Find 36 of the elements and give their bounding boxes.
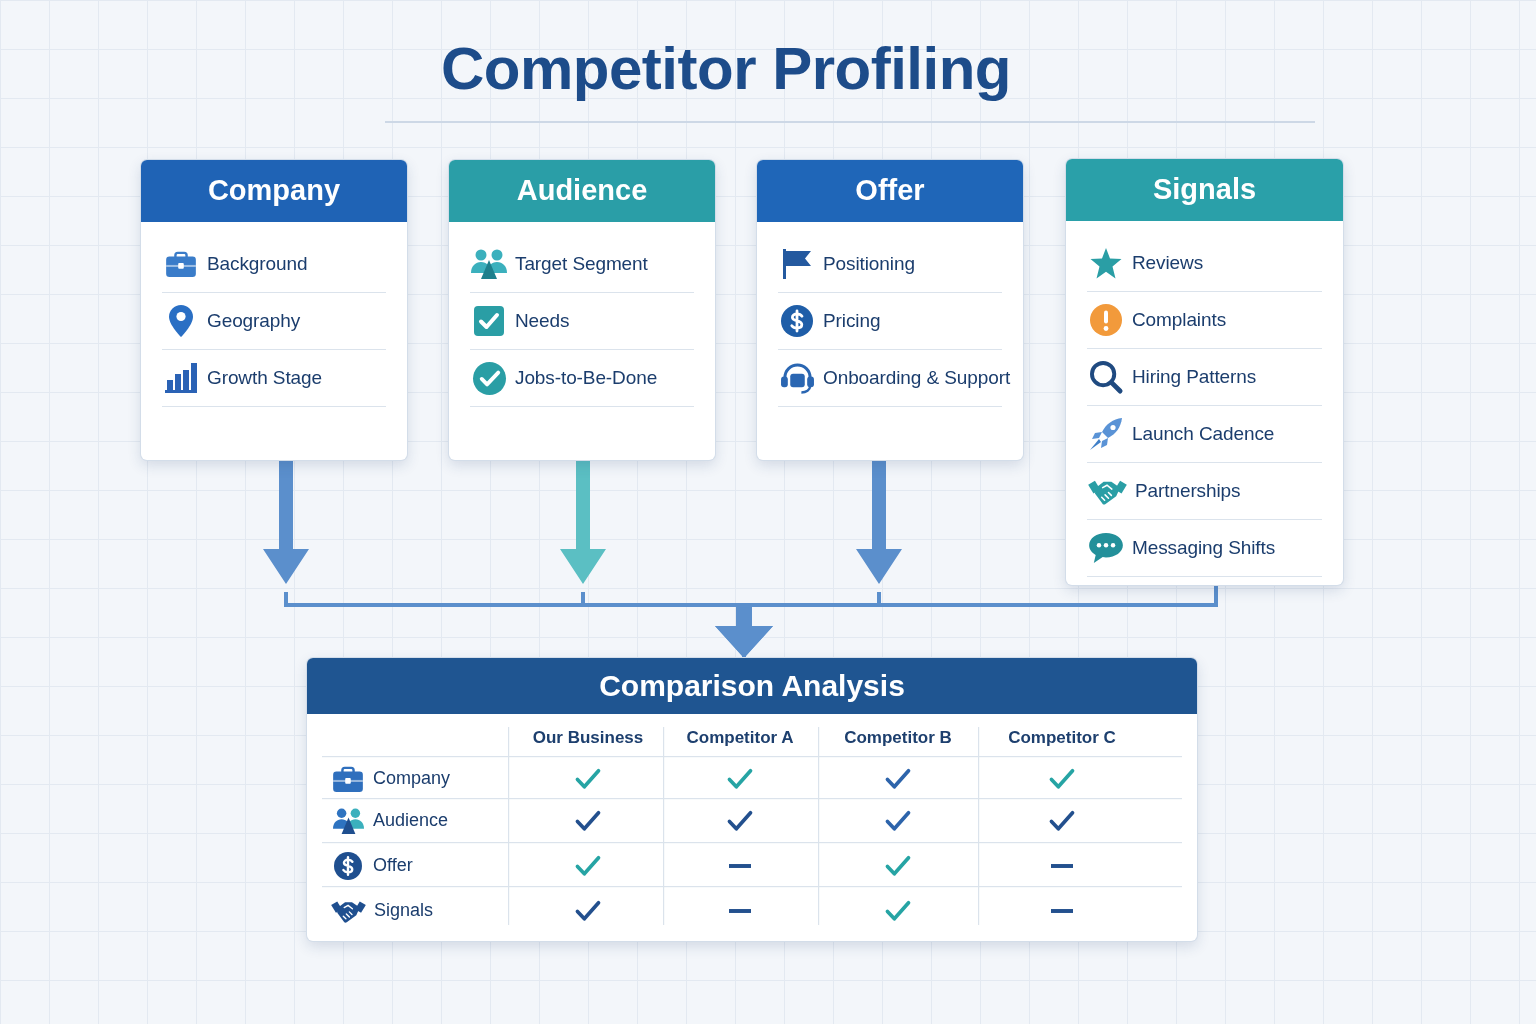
row-label: Offer xyxy=(373,855,413,877)
category-card xyxy=(757,160,1023,460)
category-card xyxy=(449,160,715,460)
row-label: Signals xyxy=(374,900,434,922)
row-label: Audience xyxy=(373,810,449,832)
arrow xyxy=(560,460,606,584)
card-title: Audience xyxy=(516,174,648,208)
item-label: Hiring Patterns xyxy=(1132,365,1257,389)
item-label: Reviews xyxy=(1132,251,1204,275)
item-label: Growth Stage xyxy=(207,366,322,390)
panel-title: Comparison Analysis xyxy=(599,668,905,704)
item-label: Onboarding & Support xyxy=(823,366,1011,390)
item-label: Launch Cadence xyxy=(1132,422,1275,446)
item-label: Complaints xyxy=(1132,308,1227,332)
item-label: Target Segment xyxy=(515,252,648,276)
column-header: Competitor B xyxy=(844,727,952,749)
item-label: Pricing xyxy=(823,309,881,333)
item-label: Positioning xyxy=(823,252,915,276)
title: Competitor Profiling xyxy=(441,36,1011,102)
card-title: Signals xyxy=(1152,173,1257,207)
category-card xyxy=(1066,159,1343,585)
card-title: Offer xyxy=(855,174,925,208)
item-label: Background xyxy=(207,252,308,276)
column-header: Competitor A xyxy=(686,727,794,749)
item-label: Needs xyxy=(515,309,570,333)
row-label: Company xyxy=(373,768,451,790)
column-header: Our Business xyxy=(532,727,644,749)
column-header: Competitor C xyxy=(1008,727,1116,749)
item-label: Messaging Shifts xyxy=(1132,536,1276,560)
card-title: Company xyxy=(207,174,341,208)
item-label: Geography xyxy=(207,309,301,333)
arrow xyxy=(856,460,902,584)
category-card xyxy=(141,160,407,460)
item-label: Partnerships xyxy=(1135,479,1241,503)
item-label: Jobs-to-Be-Done xyxy=(515,366,658,390)
analysis-panel xyxy=(307,658,1197,941)
